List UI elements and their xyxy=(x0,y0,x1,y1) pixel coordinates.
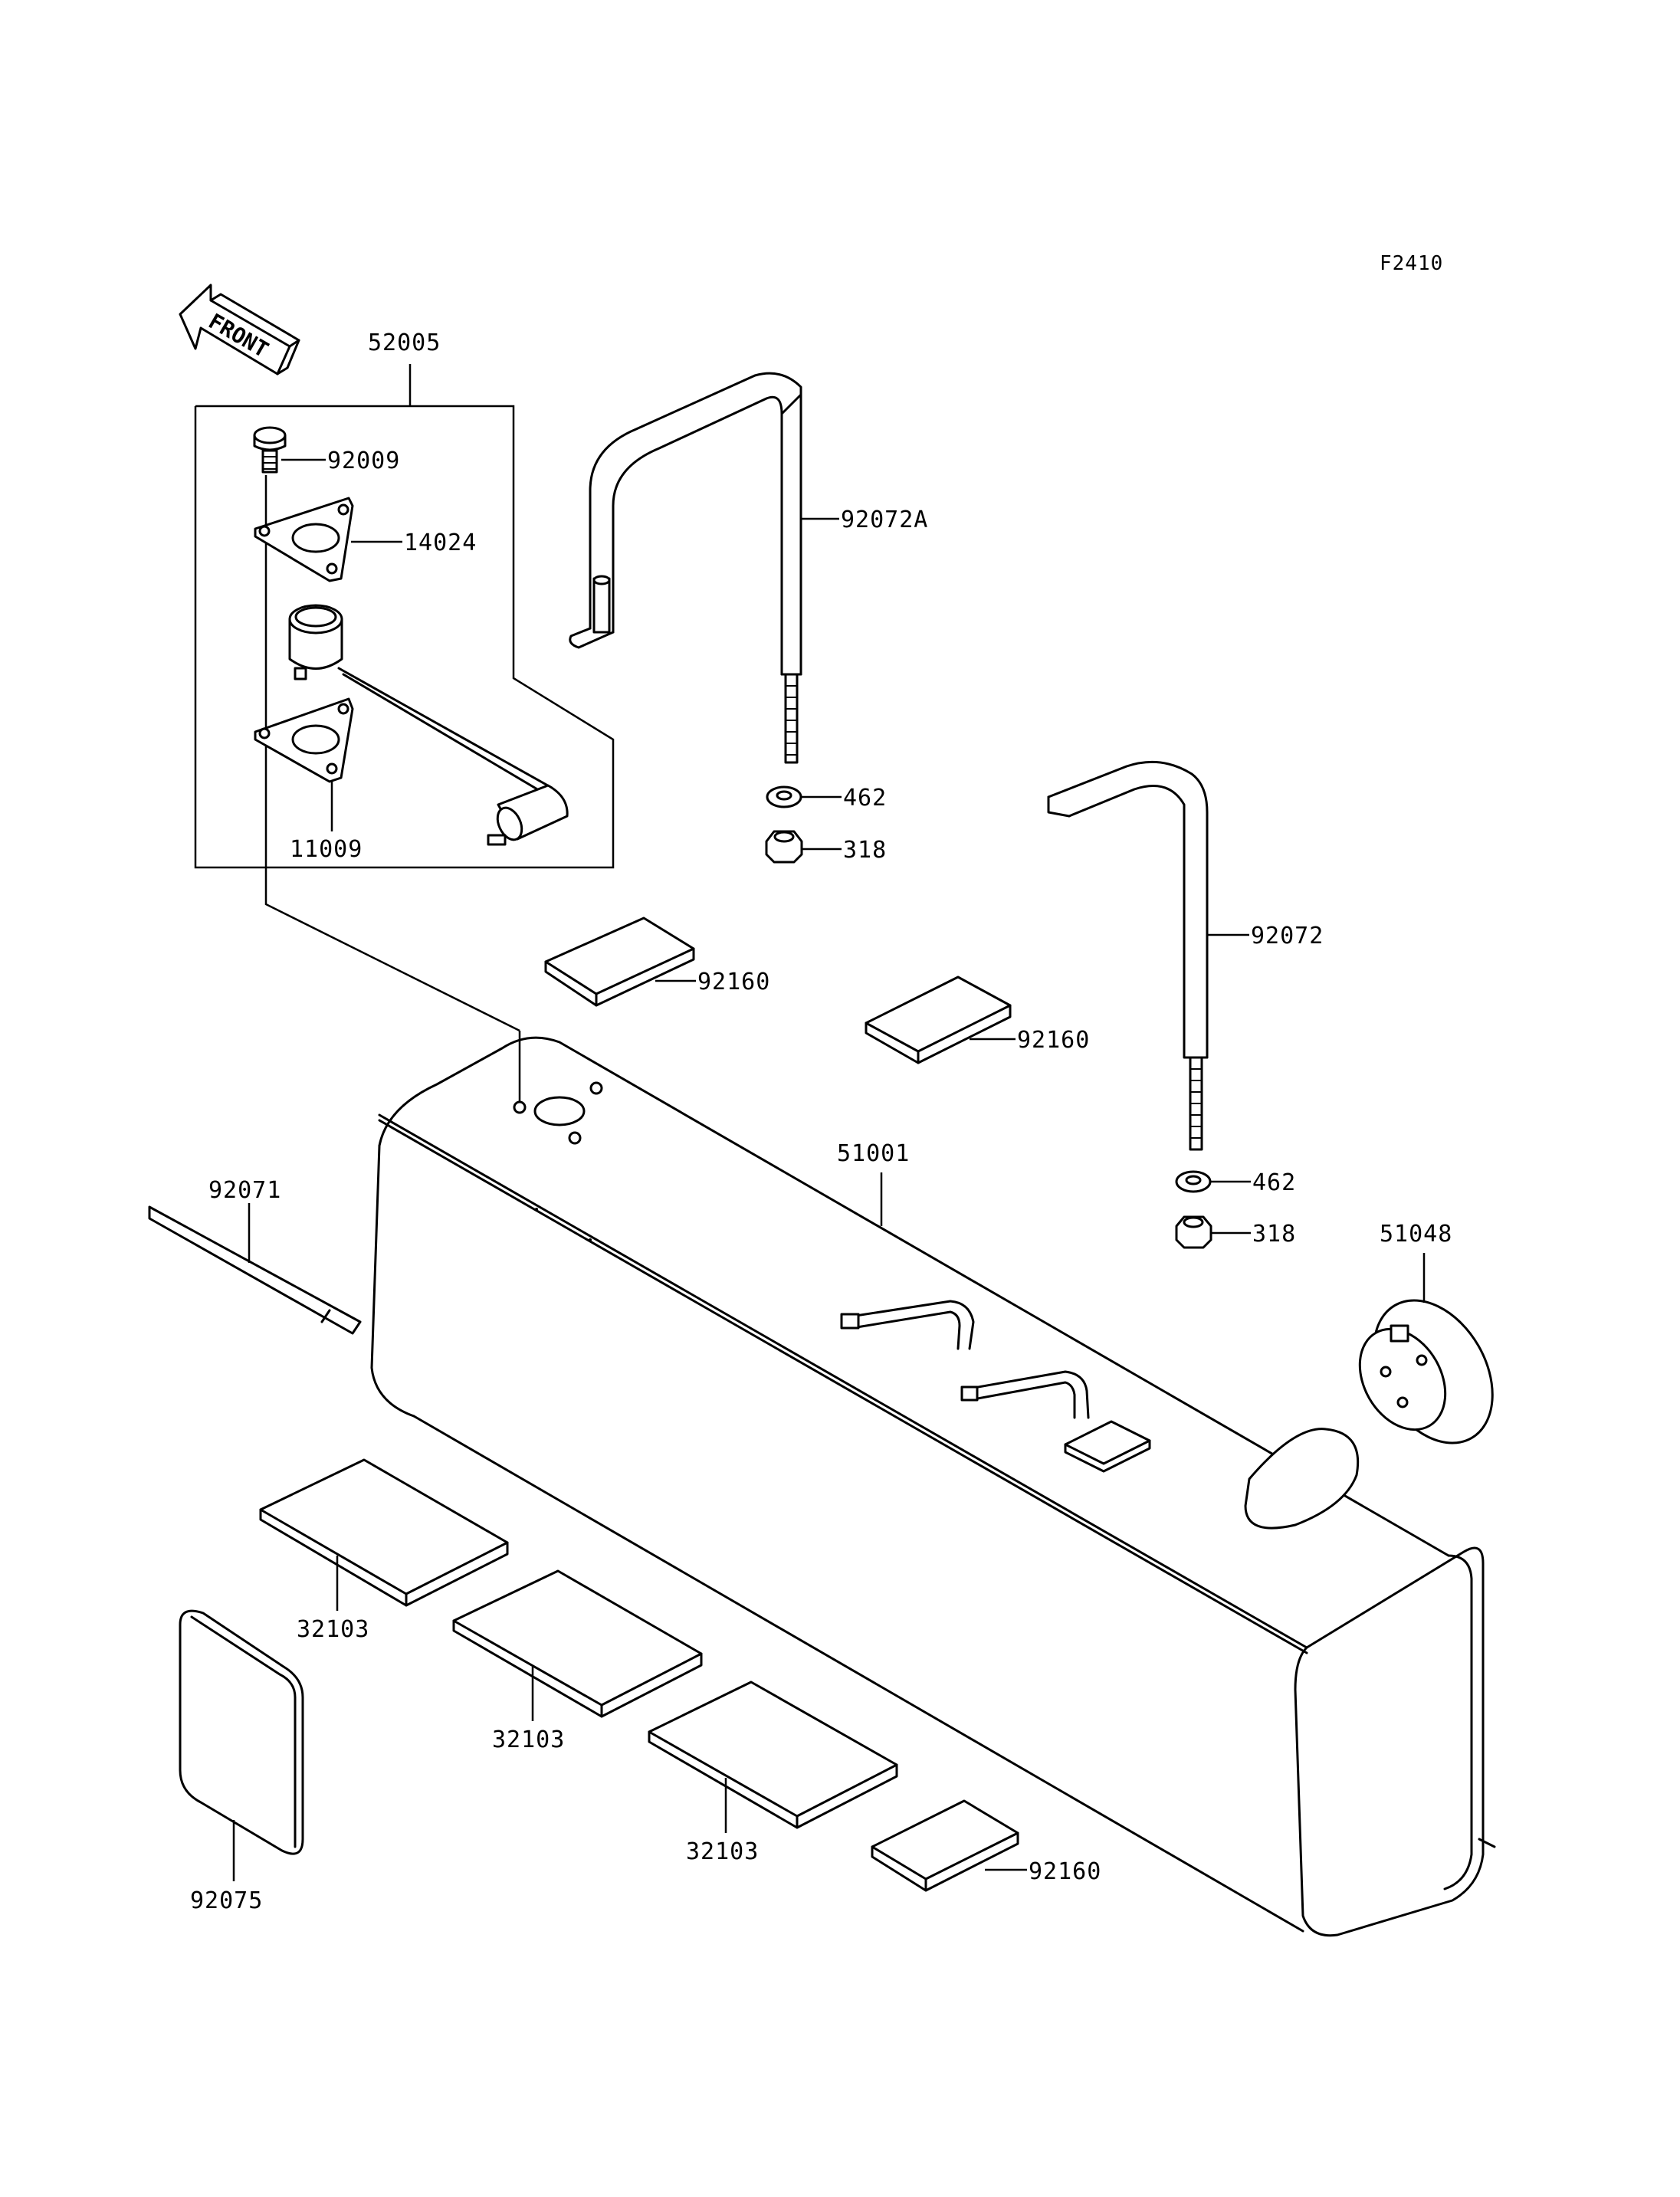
fuel-gauge-assembly-box xyxy=(194,364,615,869)
callout-92075: 92075 xyxy=(190,1887,263,1914)
callout-92009: 92009 xyxy=(327,448,400,474)
callout-32103-b: 32103 xyxy=(492,1726,565,1753)
tank-band-92072 xyxy=(1047,760,1249,1151)
callout-318-upper: 318 xyxy=(843,837,887,864)
callout-462-upper: 462 xyxy=(843,785,887,812)
gasket-11009 xyxy=(254,697,354,831)
callout-92072: 92072 xyxy=(1251,923,1324,949)
callout-318-lower: 318 xyxy=(1252,1221,1296,1248)
callout-51001: 51001 xyxy=(837,1140,910,1167)
pad-32103-c xyxy=(648,1681,898,1833)
fuel-sender-unit xyxy=(288,604,569,846)
diagram-code: F2410 xyxy=(1380,252,1443,275)
callout-462-lower: 462 xyxy=(1252,1169,1296,1196)
callout-32103-a: 32103 xyxy=(297,1616,369,1643)
nut-318-upper xyxy=(765,830,842,864)
pad-32103-a xyxy=(259,1458,509,1611)
front-arrow-icon: FRONT xyxy=(179,284,300,375)
strip-92071 xyxy=(148,1203,362,1335)
callout-92071: 92071 xyxy=(208,1177,281,1204)
nut-318-lower xyxy=(1175,1215,1251,1249)
fuel-tank-51001 xyxy=(370,1036,1496,1937)
callout-32103-c: 32103 xyxy=(686,1838,759,1865)
pad-32103-b xyxy=(452,1569,703,1721)
washer-462-upper xyxy=(766,785,842,808)
pad-92075 xyxy=(179,1609,304,1881)
screw-92009 xyxy=(253,426,326,474)
callout-92160-c: 92160 xyxy=(1029,1858,1101,1885)
washer-462-lower xyxy=(1175,1170,1251,1193)
pad-92160-a xyxy=(544,917,696,1007)
callout-52005: 52005 xyxy=(368,330,441,356)
callout-14024: 14024 xyxy=(404,530,477,556)
callout-92160-a: 92160 xyxy=(697,969,770,995)
callout-51048: 51048 xyxy=(1380,1221,1452,1248)
callout-11009: 11009 xyxy=(290,836,363,863)
pad-92160-b xyxy=(865,976,1016,1064)
gasket-14024 xyxy=(254,497,402,582)
filler-cap-51048 xyxy=(1358,1253,1494,1444)
callout-92160-b: 92160 xyxy=(1017,1027,1090,1054)
callout-92072A: 92072A xyxy=(841,507,928,533)
guide-line xyxy=(264,475,520,1032)
pad-92160-c xyxy=(871,1799,1027,1892)
tank-band-92072A xyxy=(569,372,839,764)
